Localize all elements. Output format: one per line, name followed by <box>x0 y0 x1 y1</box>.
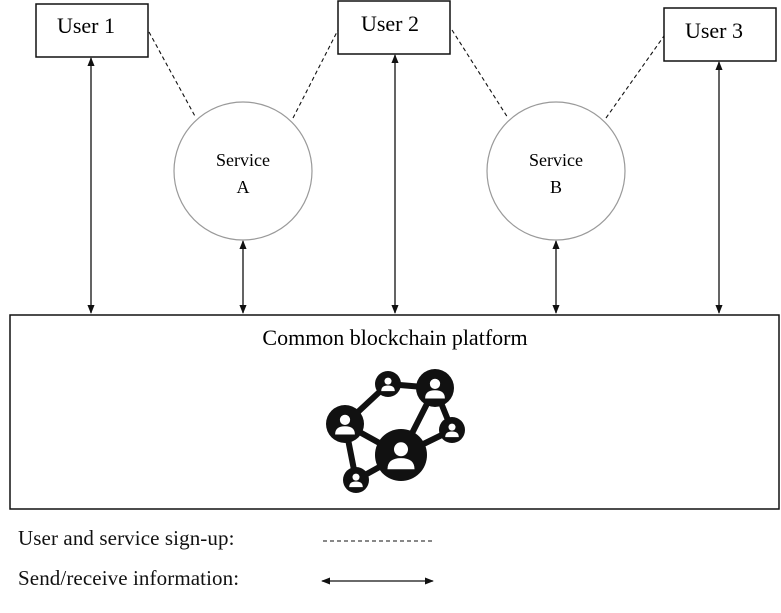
service-b-line2: B <box>550 177 562 197</box>
platform-label: Common blockchain platform <box>262 325 527 350</box>
network-node-6 <box>343 467 369 493</box>
network-node-3 <box>416 369 454 407</box>
signup-line-user1-serviceA <box>148 31 197 119</box>
user-box-3: User 3 <box>663 7 777 62</box>
user-box-1: User 1 <box>35 3 149 58</box>
service-a-line2: A <box>237 177 250 197</box>
user-box-2: User 2 <box>337 0 451 55</box>
blockchain-network-icon <box>326 369 465 493</box>
user-label-3: User 3 <box>685 18 743 43</box>
legend-signup-label: User and service sign-up: <box>18 526 235 550</box>
network-node-5 <box>439 417 465 443</box>
service-b-line1: Service <box>529 150 583 170</box>
user-label-2: User 2 <box>361 11 419 36</box>
network-node-4 <box>375 429 427 481</box>
signup-line-serviceB-user3 <box>605 35 665 119</box>
network-node-2 <box>375 371 401 397</box>
signup-lines <box>148 29 665 119</box>
service-circle-b: Service B <box>486 101 626 241</box>
signup-line-serviceA-user2 <box>292 29 339 119</box>
service-a-line1: Service <box>216 150 270 170</box>
network-node-1 <box>326 405 364 443</box>
service-circle-a: Service A <box>173 101 313 241</box>
send-receive-arrows <box>87 54 723 314</box>
user-label-1: User 1 <box>57 13 115 38</box>
signup-line-user2-serviceB <box>451 29 509 119</box>
legend-send-receive-label: Send/receive information: <box>18 566 240 590</box>
